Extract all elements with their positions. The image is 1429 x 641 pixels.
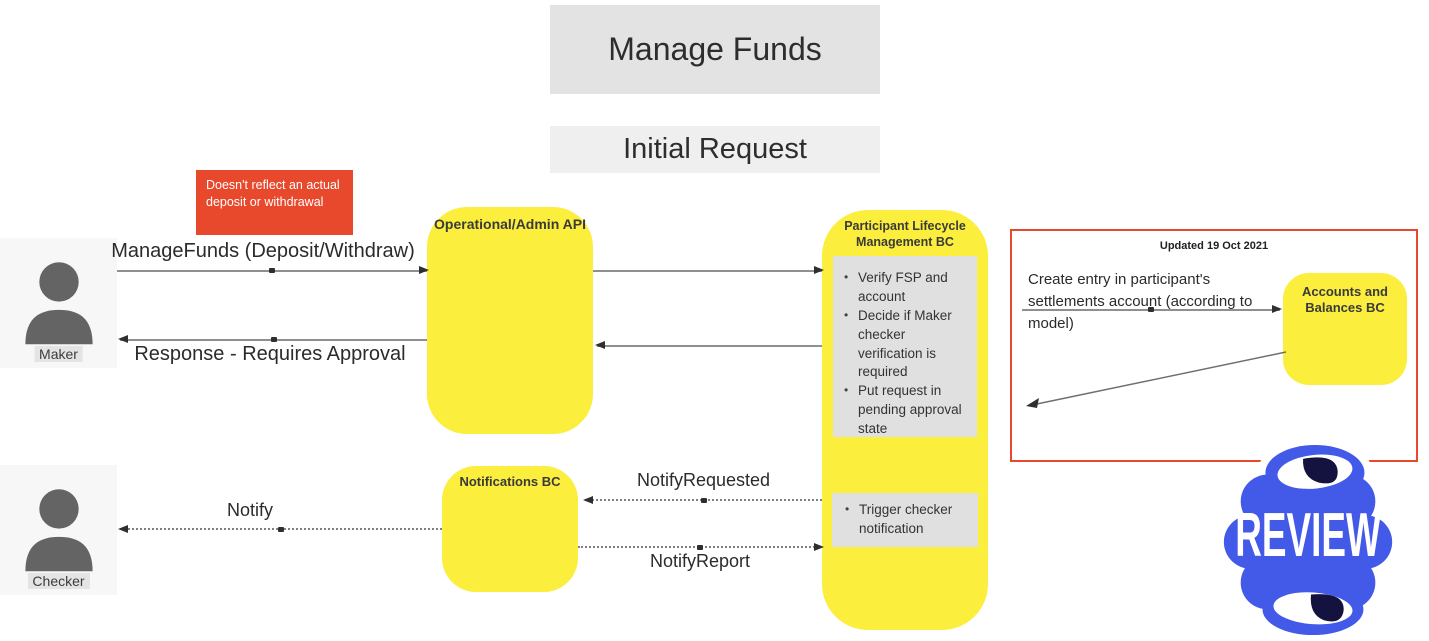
plm-task-panel-2: Trigger checker notification: [832, 493, 978, 547]
component-operational-admin-api: Operational/Admin API: [427, 207, 593, 434]
arrow-managefunds-maker-to-api: [117, 266, 429, 274]
task-item: Decide if Maker checker verification is …: [841, 307, 973, 383]
actor-checker: Checker: [0, 465, 117, 595]
message-label-notify: Notify: [226, 500, 273, 520]
arrowhead-right-icon: [814, 543, 824, 551]
actor-maker-label: Maker: [34, 346, 83, 362]
person-icon: [24, 489, 93, 572]
arrowhead-left-icon: [595, 341, 605, 349]
annotation-updated-label: Updated 19 Oct 2021: [1159, 240, 1269, 252]
plm-task-panel-1: Verify FSP and account Decide if Maker c…: [833, 256, 977, 437]
stamp-text: REVIEW: [1235, 499, 1381, 569]
actor-maker: Maker: [0, 238, 117, 368]
actor-checker-label: Checker: [27, 573, 90, 589]
eye-icon: [1277, 454, 1353, 489]
component-title: Notifications BC: [459, 474, 561, 489]
plm-task-list-2: Trigger checker notification: [842, 501, 976, 539]
component-title: Operational/Admin API: [434, 216, 586, 232]
plm-task-list-1: Verify FSP and account Decide if Maker c…: [841, 269, 973, 439]
diagram-title-text: Manage Funds: [608, 31, 822, 67]
note-doesnt-reflect: Doesn't reflect an actual deposit or wit…: [196, 170, 353, 235]
stamp-text-group: REVIEW: [1235, 499, 1381, 569]
arrow-notifyrequested-plm-to-notifications: [583, 496, 822, 504]
message-label-managefunds: ManageFunds (Deposit/Withdraw): [111, 240, 415, 262]
component-title: Participant Lifecycle Management BC: [844, 219, 966, 249]
arrow-midpoint-tick: [1148, 307, 1154, 312]
arrowhead-right-icon: [1272, 305, 1282, 313]
arrow-notifyreport-notifications-to-plm: [578, 543, 824, 551]
arrowhead-left-icon: [583, 496, 593, 504]
diagram-subtitle-text: Initial Request: [623, 133, 807, 165]
arrowhead-left-icon: [118, 335, 128, 343]
arrowhead-right-icon: [419, 266, 429, 274]
arrow-midpoint-tick: [697, 545, 703, 550]
task-item: Put request in pending approval state: [841, 382, 973, 439]
arrow-response-plm-to-api: [595, 341, 822, 349]
diagram-subtitle: Initial Request: [550, 126, 880, 173]
task-item: Trigger checker notification: [842, 501, 976, 539]
component-participant-lifecycle-management-bc: Participant Lifecycle Management BC Veri…: [822, 210, 988, 630]
arrow-midpoint-tick: [278, 527, 284, 532]
arrowhead-left-icon: [118, 525, 128, 533]
person-icon: [24, 262, 93, 345]
arrow-managefunds-api-to-plm: [593, 266, 824, 274]
message-label-create-entry: Create entry in participant's settlement…: [1028, 271, 1253, 332]
arrow-midpoint-tick: [700, 498, 707, 503]
arrow-midpoint-tick: [269, 268, 275, 273]
arrow-midpoint-tick: [270, 337, 277, 342]
eye-icon: [1273, 592, 1353, 625]
arrow-notify-notifications-to-checker: [118, 525, 442, 533]
message-label-notifyrequested: NotifyRequested: [636, 470, 771, 490]
arrow-response-api-to-maker: [118, 335, 427, 343]
arrow-create-entry-to-accounts: [1022, 305, 1282, 313]
message-label-notifyreport: NotifyReport: [649, 551, 751, 571]
task-item: Verify FSP and account: [841, 269, 973, 307]
diagram-title: Manage Funds: [550, 5, 880, 94]
arrow-accounts-return-diagonal: [1026, 351, 1287, 408]
component-title: Accounts and Balances BC: [1302, 284, 1388, 316]
message-label-response: Response - Requires Approval: [134, 343, 406, 365]
review-stamp-icon: REVIEW: [1215, 443, 1401, 641]
note-text: Doesn't reflect an actual deposit or wit…: [206, 178, 340, 209]
component-notifications-bc: Notifications BC: [442, 466, 578, 592]
arrowhead-right-icon: [814, 266, 824, 274]
component-accounts-and-balances-bc: Accounts and Balances BC: [1283, 273, 1407, 385]
